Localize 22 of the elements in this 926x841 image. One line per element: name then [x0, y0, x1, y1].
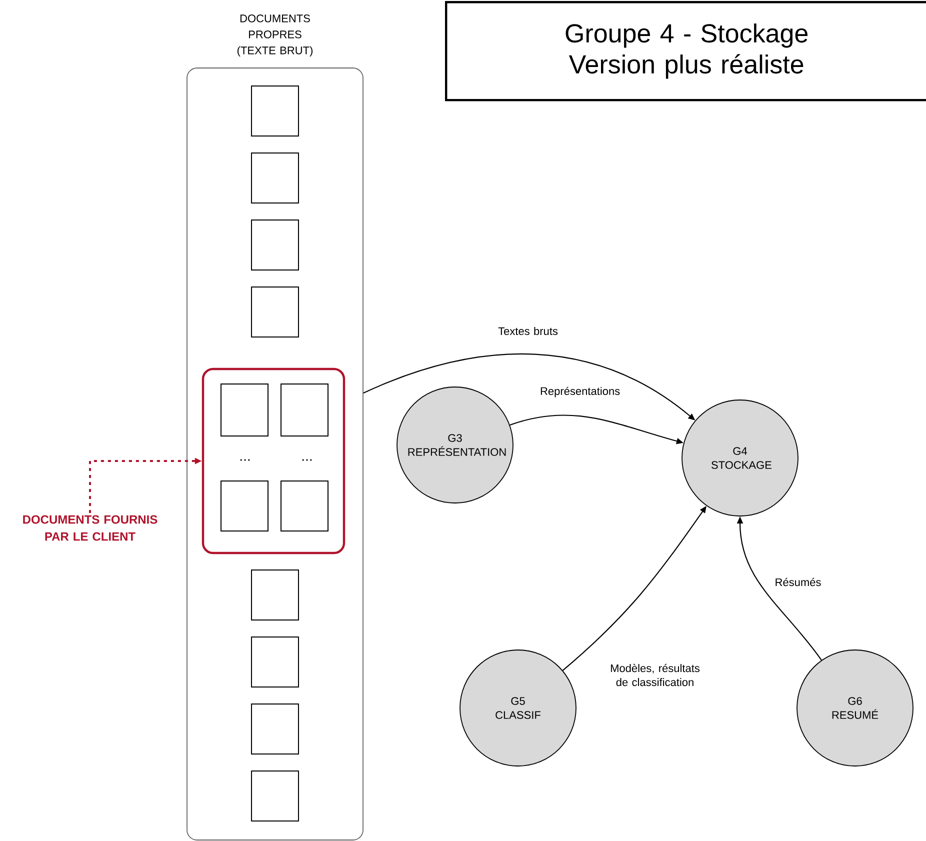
document-box	[251, 570, 299, 620]
document-box	[251, 86, 299, 136]
document-box	[220, 384, 268, 436]
document-box	[280, 480, 328, 532]
edge-label: Modèles, résultats de classification	[610, 664, 700, 686]
document-box	[251, 286, 299, 338]
ellipsis: ...	[240, 459, 250, 461]
node-label: DOCUMENTS PROPRES (TEXTE BRUT)	[237, 14, 313, 56]
edge-label: Résumés	[776, 578, 821, 586]
document-box	[251, 152, 299, 204]
callout-text: DOCUMENTS FOURNIS PAR LE CLIENT	[23, 515, 158, 541]
edge-label: Représentations	[540, 386, 620, 398]
document-box	[251, 770, 299, 822]
document-box	[251, 704, 299, 754]
document-box	[220, 480, 268, 532]
ellipsis: ...	[302, 459, 312, 461]
document-box	[251, 220, 299, 270]
edge-label: Textes bruts	[498, 326, 558, 336]
highlight-box	[202, 368, 346, 554]
title-box: Groupe 4 - Stockage Version plus réaliste	[445, 1, 926, 102]
document-box	[280, 384, 328, 436]
document-box	[251, 636, 299, 688]
